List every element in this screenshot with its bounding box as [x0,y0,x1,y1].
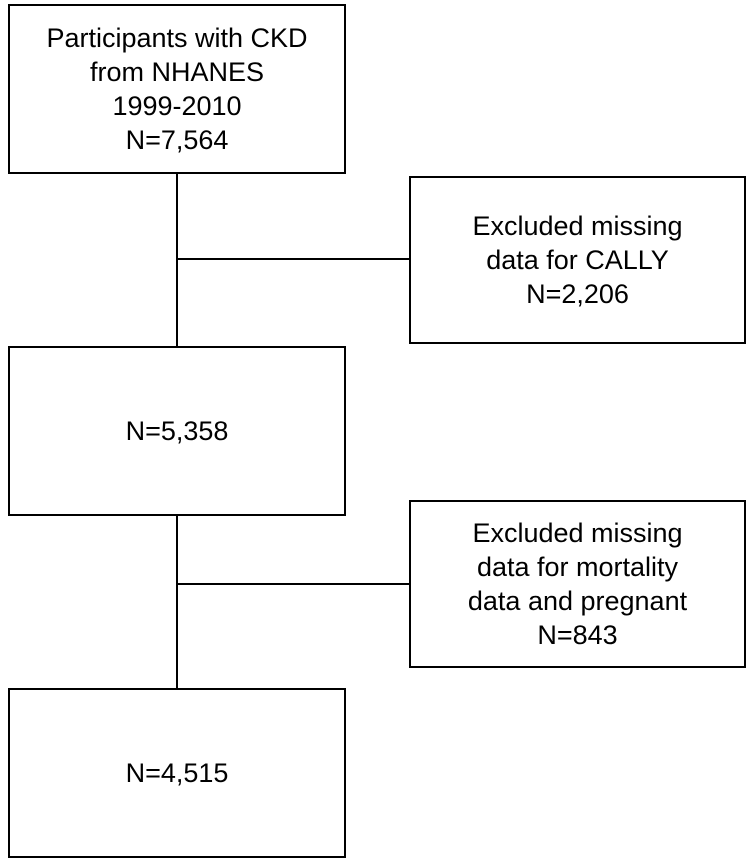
connector-box2-to-box3 [176,514,178,690]
exclusion-cally-line2: data for CALLY [486,245,669,275]
box-exclusion-cally: Excluded missing data for CALLY N=2,206 [409,176,746,344]
box-initial-line3: 1999-2010 [112,91,242,121]
box-initial-line2: from NHANES [89,57,265,87]
exclusion-mortality-line3: data and pregnant [467,586,688,616]
box-initial-line1: Participants with CKD [46,23,308,53]
exclusion-cally-line1: Excluded missing [472,211,683,241]
box-exclusion-mortality-pregnant: Excluded missing data for mortality data… [409,500,746,668]
connector-to-exclusion1 [176,258,410,260]
box-initial-participants: Participants with CKD from NHANES 1999-2… [8,4,346,174]
box-after-cally-exclusion: N=5,358 [8,346,346,516]
exclusion-mortality-line2: data for mortality [476,552,679,582]
exclusion-cally-count: N=2,206 [526,279,629,309]
box-final-participants: N=4,515 [8,688,346,858]
connector-to-exclusion2 [176,583,410,585]
box-final-count: N=4,515 [125,758,229,788]
box-after-cally-count: N=5,358 [125,416,229,446]
exclusion-mortality-count: N=843 [537,620,618,650]
box-initial-count: N=7,564 [125,125,229,155]
exclusion-mortality-line1: Excluded missing [472,518,683,548]
connector-box1-to-box2 [176,172,178,348]
